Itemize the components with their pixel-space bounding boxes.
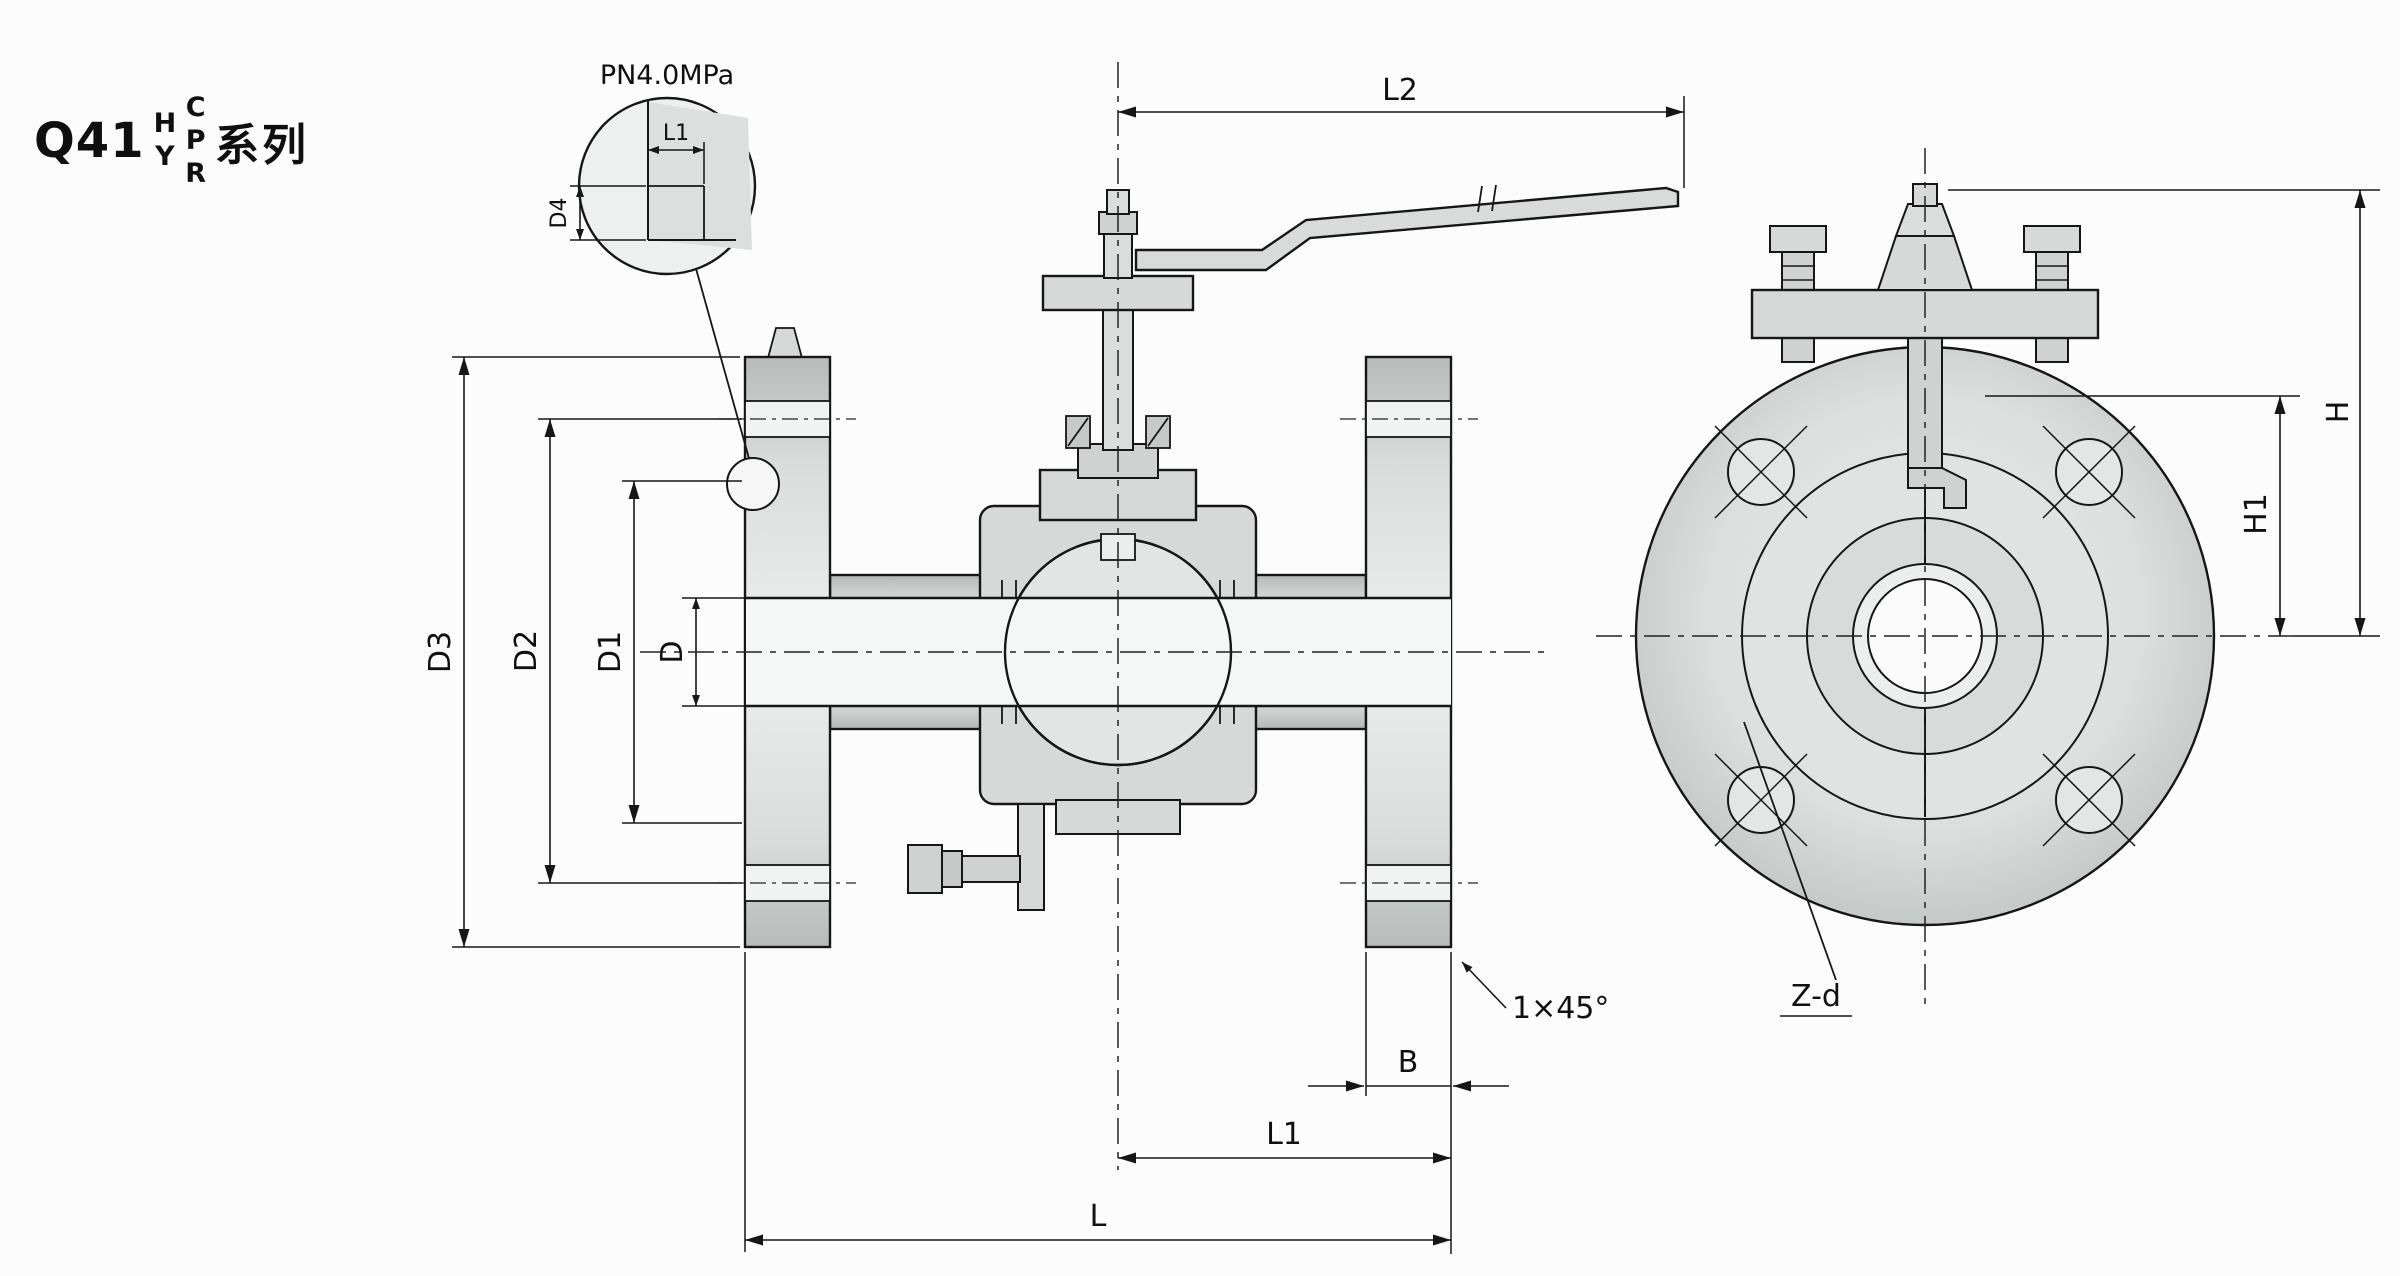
dimension-d: D [655,597,746,707]
chamfer-label: 1×45° [1512,991,1609,1026]
model-variant-stack-1: H Y [154,108,177,174]
dimension-h1: H1 [1985,395,2300,636]
dimension-d3: D3 [423,356,740,948]
front-view [743,184,1680,949]
variant-letter: Y [155,141,175,173]
dim-label-l1: L1 [1266,1117,1302,1152]
pressure-rating-label: PN4.0MPa [600,60,734,91]
dim-label-l: L [1090,1199,1107,1234]
model-code: Q41 [34,113,145,170]
dimension-b: B [1308,952,1509,1254]
dim-label-d2: D2 [509,630,544,672]
variant-letter: C [185,92,206,123]
variant-letter: H [153,108,177,140]
zd-leader [1743,721,1837,981]
dimension-h: H [1948,189,2380,636]
flange-lug [766,327,804,359]
bolt-hole [2042,753,2136,847]
title-block: Q41 H Y C P R 系列 [34,92,309,191]
dim-label-d3: D3 [423,631,458,673]
dimension-d1: D1 [593,480,742,824]
series-label: 系列 [215,120,310,172]
dim-label-d: D [655,640,690,663]
handle-lever [1134,186,1680,272]
dimension-l2: L2 [1118,73,1685,188]
end-centerlines [1596,148,2380,1005]
dimension-d2: D2 [509,418,742,884]
variant-letter: P [185,124,206,156]
bolt-circle-callout: Z-d [1743,721,1852,1017]
dim-label-d1: D1 [593,631,628,673]
bolt-hole [2042,425,2136,519]
detail-dim-d4: D4 [547,198,572,229]
dimension-l1: L1 [1118,1117,1451,1164]
dim-label-h1: H1 [2239,493,2274,535]
detail-dim-l1: L1 [663,121,689,146]
bolt-hole [1714,425,1808,519]
detail-target-circle [726,457,780,511]
dim-label-h: H [2321,401,2356,424]
stem-stop [1907,467,1967,509]
drain-bolt-head [907,844,943,894]
chamfer-callout: 1×45° [1461,961,1609,1026]
drain-plate [1017,803,1045,911]
dimension-l: L [744,952,1451,1252]
drain-washer [941,850,963,888]
drain-shaft [961,855,1021,883]
detail-bubble: D4 L1 PN4.0MPa [547,60,780,511]
stud-nut-left [1769,225,1827,253]
model-variant-stack-2: C P R [185,92,206,191]
stud-nut-right [2023,225,2081,253]
dim-label-l2: L2 [1382,73,1418,108]
bolt-callout-label: Z-d [1791,979,1841,1014]
variant-letter: R [185,157,207,189]
detail-leader [694,264,751,463]
dim-label-b: B [1398,1045,1419,1080]
